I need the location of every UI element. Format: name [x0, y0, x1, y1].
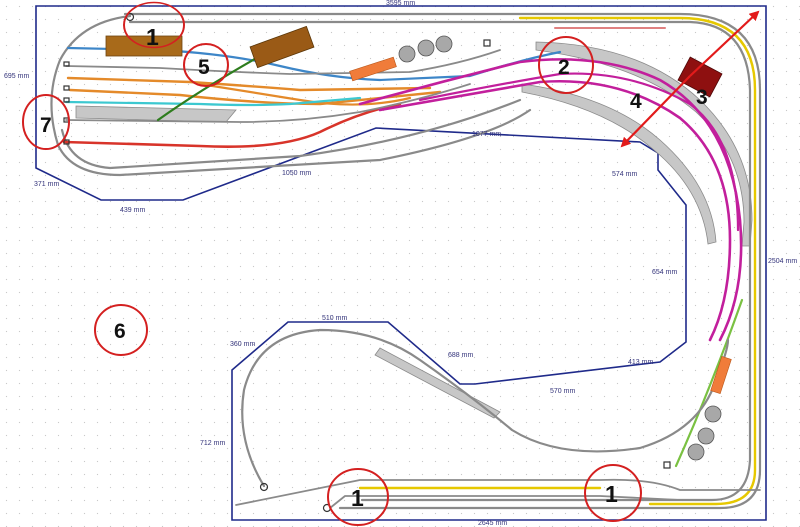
baseboard-outline [35, 5, 767, 521]
dim-inner-right-upper: 574 mm [612, 171, 637, 178]
tank-building-right [710, 355, 732, 395]
track-green-right [674, 298, 744, 468]
platforms [75, 41, 753, 419]
track-orange-3 [198, 82, 412, 106]
track-green [156, 54, 262, 122]
track-yellow [518, 16, 757, 506]
dim-lower-left-corner: 360 mm [230, 341, 255, 348]
marker-1-bottom-right: 1 [584, 464, 642, 522]
dim-top: 3595 mm [386, 0, 415, 7]
marker-3: 3 [696, 86, 708, 109]
storage-tanks-top [398, 35, 453, 63]
marker-5: 5 [183, 43, 229, 87]
dim-inner-right-lower: 413 mm [628, 359, 653, 366]
track-grey-left-return [60, 98, 522, 170]
svg-text:1: 1 [351, 485, 364, 511]
dimension-labels: 3595 mm 2504 mm 2645 mm 695 mm 1077 mm 1… [4, 0, 797, 527]
track-cyan [64, 96, 362, 107]
marker-2: 2 [538, 36, 594, 94]
dim-left-bottom: 439 mm [120, 207, 145, 214]
annotations: 1 2 3 4 5 6 7 1 1 [22, 1, 760, 526]
station-building [249, 25, 315, 69]
platform-right-inner [521, 83, 717, 245]
engine-shed [677, 56, 723, 98]
marker-1-top: 1 [123, 1, 185, 50]
track-grey-yard [65, 49, 501, 75]
svg-text:1: 1 [605, 481, 618, 507]
track-grey-mainline-inner [128, 20, 752, 502]
dim-lower-left-height: 712 mm [200, 440, 225, 447]
dim-lower-diagonal: 688 mm [448, 352, 473, 359]
track-magenta-mid [418, 72, 740, 232]
svg-text:4: 4 [630, 90, 642, 113]
tank-building-top [349, 56, 397, 82]
svg-text:1: 1 [146, 24, 159, 50]
dim-inner-top: 1077 mm [472, 131, 501, 138]
track-magenta-inner [378, 79, 732, 342]
svg-text:2: 2 [558, 56, 570, 79]
dim-corner-bevel: 371 mm [34, 181, 59, 188]
tracks [50, 12, 762, 510]
track-red [62, 102, 402, 149]
svg-text:6: 6 [114, 320, 126, 343]
storage-tanks-right [687, 405, 722, 461]
svg-text:5: 5 [198, 56, 210, 79]
marker-7: 7 [22, 94, 70, 150]
marker-4: 4 [630, 90, 642, 113]
annotation-double-arrow [689, 10, 760, 77]
track-grey-lower-loop [241, 328, 730, 488]
platform-lower [374, 347, 501, 419]
track-orange-2 [68, 88, 442, 106]
dim-inner-left-bottom: 1050 mm [282, 170, 311, 177]
track-grey-mainline-outer [123, 12, 762, 510]
dim-upper-left-height: 695 mm [4, 73, 29, 80]
marker-6: 6 [94, 304, 148, 356]
dim-lower-left-top: 510 mm [322, 315, 347, 322]
track-buffers [63, 12, 671, 513]
marker-1-bottom-left: 1 [327, 468, 389, 526]
track-magenta-outer [358, 58, 743, 342]
dim-bottom: 2645 mm [478, 520, 507, 527]
svg-text:7: 7 [40, 114, 52, 137]
dim-lower-bottom: 570 mm [550, 388, 575, 395]
dim-right: 2504 mm [768, 258, 797, 265]
svg-text:3: 3 [696, 86, 708, 109]
track-grey-lower-diagonal [235, 478, 761, 506]
dim-inner-right-mid: 654 mm [652, 269, 677, 276]
track-grey-left-loop [50, 14, 532, 177]
